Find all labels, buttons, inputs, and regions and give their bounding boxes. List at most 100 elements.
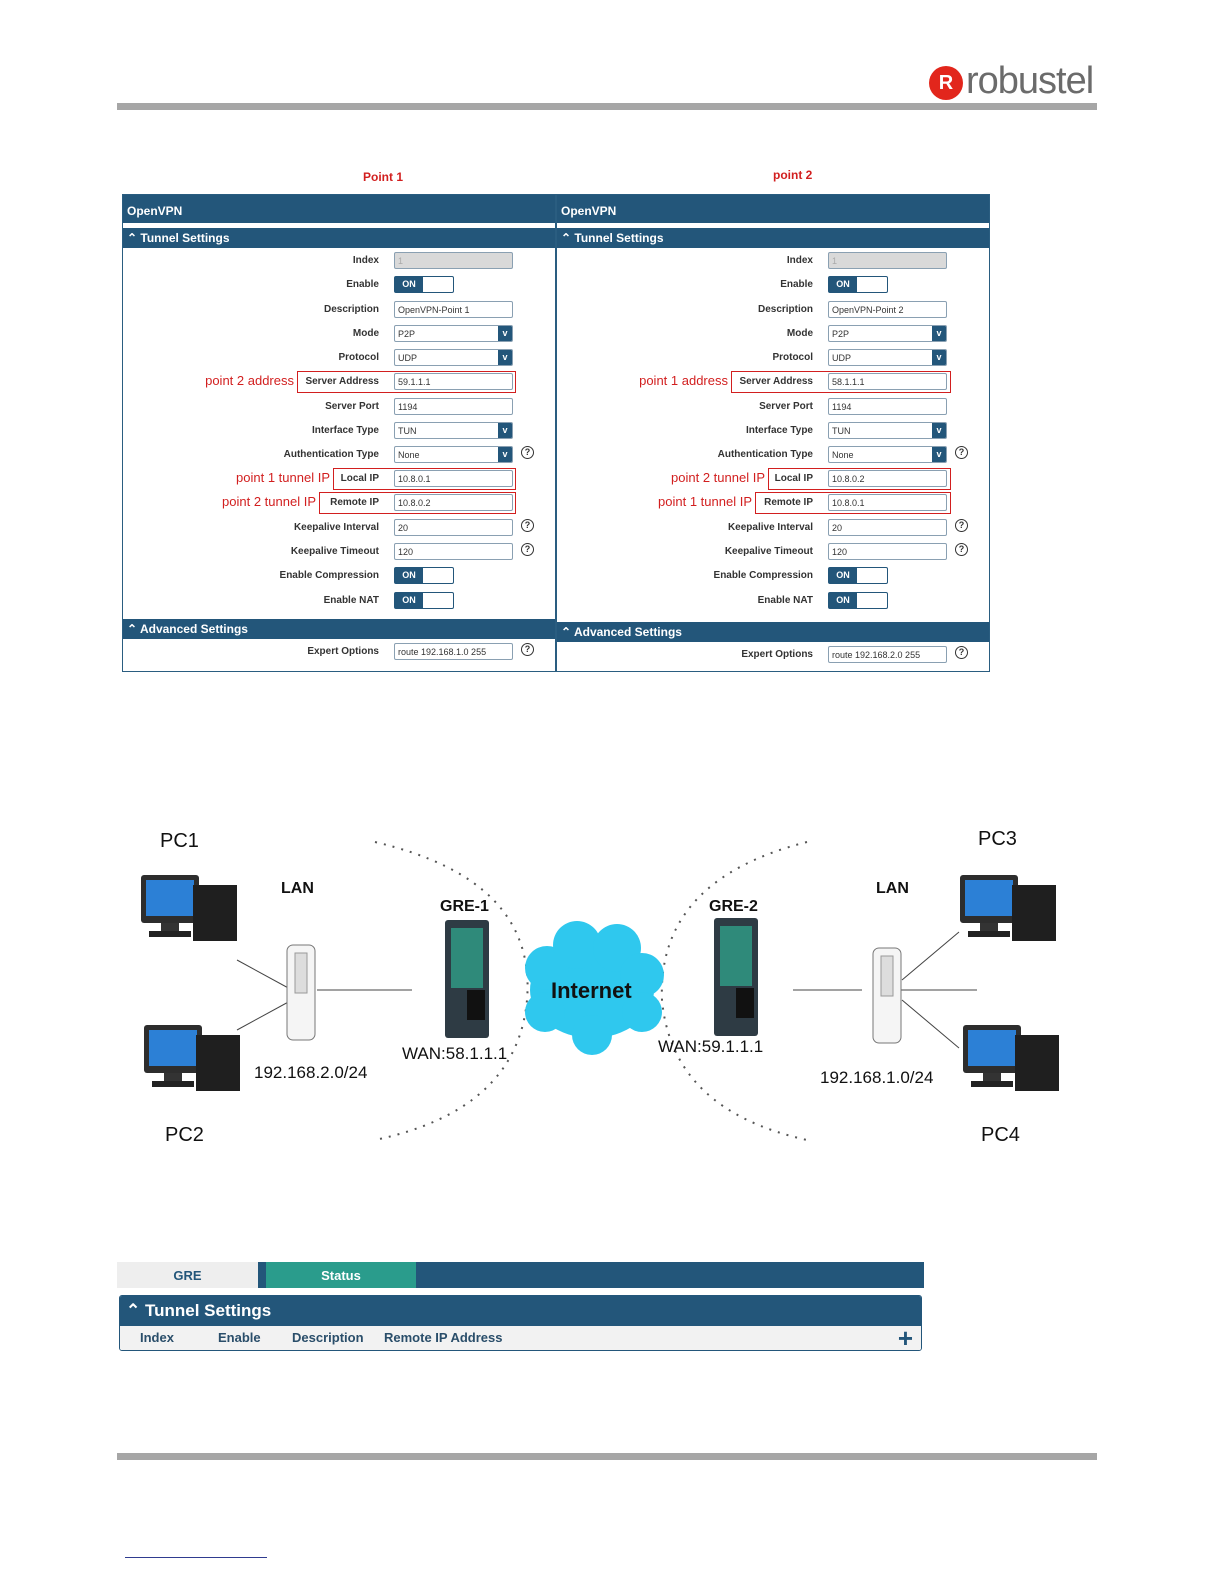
row-interface-type: Interface Type TUN xyxy=(123,422,555,442)
field-description[interactable]: OpenVPN-Point 1 xyxy=(394,301,513,318)
field-mode[interactable]: P2P xyxy=(828,325,947,342)
field-auth-type[interactable]: None xyxy=(394,446,513,463)
toggle-enable-nat[interactable]: ON xyxy=(828,592,888,609)
field-keepalive-timeout[interactable]: 120 xyxy=(394,543,513,560)
gre-tunnel-settings-header[interactable]: ⌃ Tunnel Settings xyxy=(120,1296,921,1326)
field-keepalive-interval[interactable]: 20 xyxy=(828,519,947,536)
tunnel-settings-header[interactable]: ⌃ Tunnel Settings xyxy=(557,228,989,248)
lan-right-label: LAN xyxy=(876,880,909,897)
dotted-arc-right xyxy=(660,841,808,1141)
highlight-box-remote xyxy=(755,492,951,514)
tunnel-settings-header[interactable]: ⌃ Tunnel Settings xyxy=(123,228,555,248)
pc2-label: PC2 xyxy=(165,1124,204,1146)
internet-label: Internet xyxy=(551,978,632,1003)
toggle-enable-compression[interactable]: ON xyxy=(828,567,888,584)
point-1-title: Point 1 xyxy=(363,170,404,184)
chevron-up-icon: ⌃ xyxy=(561,625,574,639)
label-enable-nat: Enable NAT xyxy=(757,595,813,606)
label-enable-compression: Enable Compression xyxy=(279,570,379,581)
toggle-enable[interactable]: ON xyxy=(394,276,454,293)
help-icon[interactable]: ? xyxy=(521,446,534,459)
gre-2-router-icon xyxy=(714,918,758,1036)
field-server-address[interactable]: 59.1.1.1 xyxy=(394,373,513,390)
annotation-remote: point 1 tunnel IP xyxy=(658,494,752,509)
row-enable-compression: Enable Compression ON xyxy=(123,567,555,587)
label-protocol: Protocol xyxy=(338,352,379,363)
help-icon[interactable]: ? xyxy=(955,519,968,532)
field-description[interactable]: OpenVPN-Point 2 xyxy=(828,301,947,318)
row-remote-ip: Remote IP 10.8.0.2 xyxy=(123,494,555,514)
add-tunnel-button[interactable]: + xyxy=(897,1323,913,1351)
row-mode: Mode P2P xyxy=(557,325,989,345)
help-icon[interactable]: ? xyxy=(955,646,968,659)
field-protocol[interactable]: UDP xyxy=(828,349,947,366)
internet-cloud-icon xyxy=(525,921,664,1055)
row-enable: Enable ON xyxy=(123,276,555,296)
label-local-ip: Local IP xyxy=(340,473,379,484)
field-interface-type[interactable]: TUN xyxy=(394,422,513,439)
field-keepalive-interval[interactable]: 20 xyxy=(394,519,513,536)
annotation-remote: point 2 tunnel IP xyxy=(222,494,316,509)
tab-status[interactable]: Status xyxy=(266,1262,416,1288)
field-expert-options[interactable]: route 192.168.2.0 255 xyxy=(828,646,947,663)
gre-2-label: GRE-2 xyxy=(709,898,758,915)
field-local-ip[interactable]: 10.8.0.2 xyxy=(828,470,947,487)
help-icon[interactable]: ? xyxy=(955,543,968,556)
gre-1-label: GRE-1 xyxy=(440,898,489,915)
advanced-settings-header[interactable]: ⌃ Advanced Settings xyxy=(557,622,989,642)
label-expert-options: Expert Options xyxy=(741,649,813,660)
field-server-address[interactable]: 58.1.1.1 xyxy=(828,373,947,390)
field-remote-ip[interactable]: 10.8.0.2 xyxy=(394,494,513,511)
highlight-box-server xyxy=(731,371,951,393)
highlight-box-remote xyxy=(319,492,516,514)
advanced-settings-header[interactable]: ⌃ Advanced Settings xyxy=(123,619,555,639)
field-server-port[interactable]: 1194 xyxy=(828,398,947,415)
pc2-icon xyxy=(144,1025,240,1091)
field-keepalive-timeout[interactable]: 120 xyxy=(828,543,947,560)
field-remote-ip[interactable]: 10.8.0.1 xyxy=(828,494,947,511)
label-server-port: Server Port xyxy=(759,401,813,412)
field-auth-type[interactable]: None xyxy=(828,446,947,463)
field-protocol[interactable]: UDP xyxy=(394,349,513,366)
toggle-enable[interactable]: ON xyxy=(828,276,888,293)
field-server-port[interactable]: 1194 xyxy=(394,398,513,415)
help-icon[interactable]: ? xyxy=(955,446,968,459)
lan-left-label: LAN xyxy=(281,880,314,897)
highlight-box-server xyxy=(297,371,516,393)
toggle-enable-compression[interactable]: ON xyxy=(394,567,454,584)
gre-column-headers: Index Enable Description Remote IP Addre… xyxy=(120,1323,921,1351)
label-mode: Mode xyxy=(786,328,813,339)
help-icon[interactable]: ? xyxy=(521,519,534,532)
toggle-state: ON xyxy=(395,568,423,583)
toggle-state: ON xyxy=(829,277,857,292)
link-pc3-switch xyxy=(901,931,960,981)
chevron-up-icon: ⌃ xyxy=(126,1301,141,1320)
help-icon[interactable]: ? xyxy=(521,543,534,556)
field-local-ip[interactable]: 10.8.0.1 xyxy=(394,470,513,487)
toggle-state: ON xyxy=(395,277,423,292)
switch-left-icon xyxy=(286,944,316,1041)
pc4-label: PC4 xyxy=(981,1124,1020,1146)
row-remote-ip: Remote IP 10.8.0.1 xyxy=(557,494,989,514)
field-interface-type[interactable]: TUN xyxy=(828,422,947,439)
label-remote-ip: Remote IP xyxy=(330,497,379,508)
field-expert-options[interactable]: route 192.168.1.0 255 xyxy=(394,643,513,660)
switch-right-icon xyxy=(872,947,902,1044)
label-interface-type: Interface Type xyxy=(311,425,379,436)
label-description: Description xyxy=(757,304,813,315)
tab-gre[interactable]: GRE xyxy=(117,1262,258,1288)
field-mode[interactable]: P2P xyxy=(394,325,513,342)
toggle-enable-nat[interactable]: ON xyxy=(394,592,454,609)
label-remote-ip: Remote IP xyxy=(764,497,813,508)
help-icon[interactable]: ? xyxy=(521,643,534,656)
label-enable: Enable xyxy=(346,279,379,290)
